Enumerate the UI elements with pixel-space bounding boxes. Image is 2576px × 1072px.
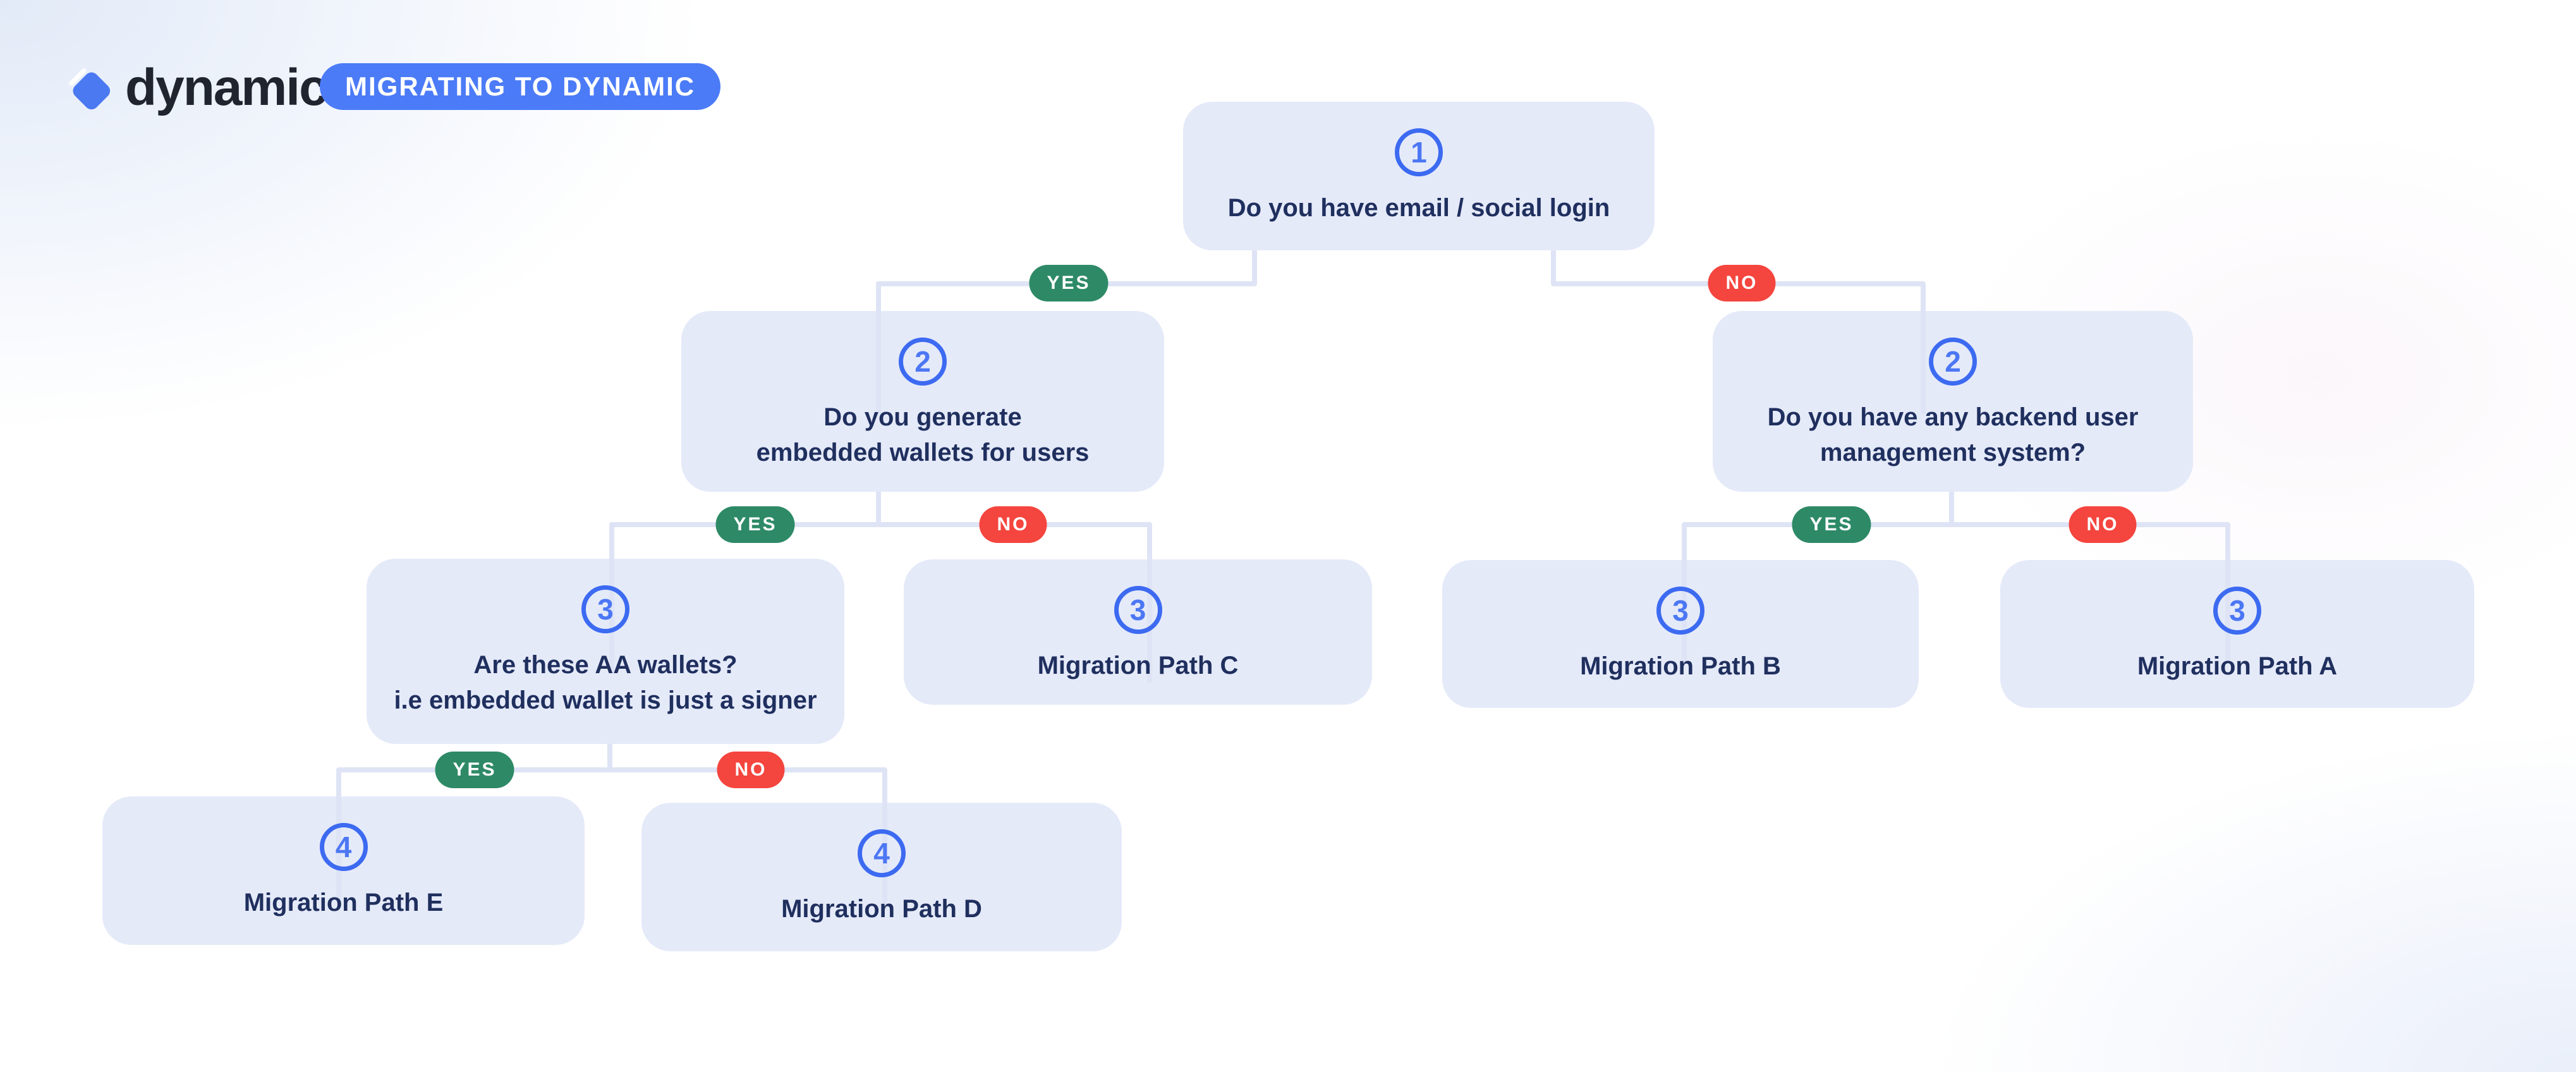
step-number: 4 bbox=[335, 831, 352, 863]
yes-pill-q1: YES bbox=[1029, 265, 1109, 302]
node-text: Migration Path B bbox=[1580, 652, 1781, 680]
step-number: 3 bbox=[1129, 594, 1146, 626]
no-pill-q2-right: NO bbox=[2069, 506, 2137, 543]
node-migration-path-c: 3 Migration Path C bbox=[904, 559, 1372, 705]
node-migration-path-a: 3 Migration Path A bbox=[2000, 560, 2474, 708]
node-question-3: 3 Are these AA wallets?i.e embedded wall… bbox=[367, 559, 844, 744]
node-text: Migration Path E bbox=[243, 889, 444, 917]
node-text: Do you have email / social login bbox=[1227, 194, 1610, 222]
node-question-1: 1 Do you have email / social login bbox=[1183, 102, 1655, 250]
no-pill-q1: NO bbox=[1708, 265, 1776, 302]
dynamic-logo-icon bbox=[69, 68, 111, 110]
node-migration-path-b: 3 Migration Path B bbox=[1442, 560, 1919, 708]
step-1-badge: 1 bbox=[1395, 128, 1443, 176]
step-number: 3 bbox=[597, 593, 614, 626]
no-pill-q2-left: NO bbox=[979, 506, 1047, 543]
node-text: Are these AA wallets?i.e embedded wallet… bbox=[394, 651, 817, 714]
no-pill-q3: NO bbox=[717, 752, 785, 788]
step-number: 2 bbox=[1945, 345, 1961, 378]
step-3-badge: 3 bbox=[581, 585, 629, 633]
node-text: Migration Path D bbox=[781, 895, 982, 923]
yes-pill-q2-right: YES bbox=[1792, 506, 1871, 543]
step-number: 1 bbox=[1411, 136, 1427, 169]
dynamic-wordmark: dynamic bbox=[125, 59, 328, 116]
node-migration-path-e: 4 Migration Path E bbox=[102, 796, 585, 945]
step-2-badge: 2 bbox=[1929, 338, 1977, 386]
step-3-badge: 3 bbox=[1114, 586, 1162, 634]
step-3-badge: 3 bbox=[1656, 587, 1704, 635]
step-number: 3 bbox=[2229, 594, 2245, 627]
step-3-badge: 3 bbox=[2213, 587, 2261, 635]
step-4-badge: 4 bbox=[858, 829, 906, 877]
step-number: 3 bbox=[1672, 594, 1689, 627]
step-number: 4 bbox=[873, 837, 890, 870]
yes-pill-q2-left: YES bbox=[715, 506, 795, 543]
node-text: Migration Path C bbox=[1037, 652, 1239, 679]
step-4-badge: 4 bbox=[319, 823, 368, 871]
migrating-badge: MIGRATING TO DYNAMIC bbox=[320, 63, 721, 110]
step-number: 2 bbox=[914, 345, 931, 378]
yes-pill-q3: YES bbox=[435, 752, 514, 788]
node-text: Migration Path A bbox=[2137, 652, 2338, 680]
node-migration-path-d: 4 Migration Path D bbox=[641, 803, 1122, 951]
step-2-badge: 2 bbox=[899, 338, 947, 386]
